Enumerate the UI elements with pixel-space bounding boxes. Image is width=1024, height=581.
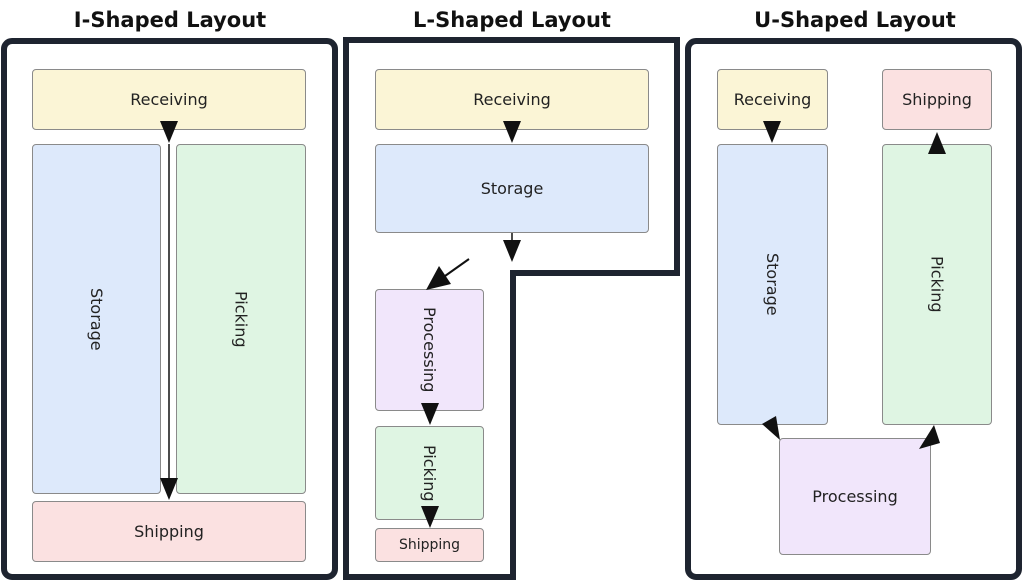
- i-layout-outline: [1, 38, 338, 580]
- u-layout-outline: [685, 38, 1022, 580]
- u-picking-label: Picking: [927, 256, 947, 313]
- l-layout-title: L-Shaped Layout: [413, 8, 611, 32]
- l-arrow-line-to-processing: [444, 258, 470, 277]
- u-processing-box: Processing: [779, 438, 931, 555]
- l-processing-box: Processing: [375, 289, 484, 411]
- u-layout-title: U-Shaped Layout: [754, 8, 956, 32]
- l-storage-box: Storage: [375, 144, 649, 233]
- l-storage-label: Storage: [480, 179, 544, 198]
- u-arrowhead-picking-shipping: [928, 132, 946, 154]
- u-arrowhead-receiving-storage: [763, 121, 781, 143]
- u-arrowhead-storage-processing: [762, 416, 780, 440]
- l-arrowhead-to-processing: [426, 266, 451, 290]
- l-shipping-box: Shipping: [375, 528, 484, 562]
- u-storage-box: Storage: [717, 144, 828, 425]
- l-arrowhead-processing-picking: [421, 403, 439, 425]
- l-receiving-box: Receiving: [375, 69, 649, 130]
- u-processing-label: Processing: [812, 487, 898, 506]
- i-picking-box: Picking: [176, 144, 306, 494]
- u-shipping-box: Shipping: [882, 69, 992, 130]
- l-shipping-label: Shipping: [398, 537, 461, 553]
- u-shipping-label: Shipping: [902, 90, 972, 109]
- u-storage-label: Storage: [763, 253, 782, 316]
- l-arrowhead-receiving-storage: [503, 121, 521, 143]
- i-arrowhead-picking-shipping: [160, 478, 178, 500]
- i-shipping-label: Shipping: [134, 522, 204, 541]
- l-receiving-label: Receiving: [473, 90, 551, 109]
- i-receiving-label: Receiving: [130, 90, 208, 109]
- i-arrowhead-receiving-storage: [160, 121, 178, 143]
- l-picking-box: Picking: [375, 426, 484, 520]
- i-layout-title: I-Shaped Layout: [73, 8, 267, 32]
- i-storage-label: Storage: [87, 287, 106, 351]
- i-shipping-box: Shipping: [32, 501, 306, 562]
- u-picking-box: Picking: [882, 144, 992, 425]
- l-processing-label: Processing: [420, 307, 439, 393]
- i-picking-label: Picking: [231, 290, 251, 348]
- l-layout-outline: [343, 37, 680, 580]
- l-arrowhead-picking-shipping: [421, 506, 439, 528]
- u-receiving-label: Receiving: [733, 90, 812, 109]
- i-storage-box: Storage: [32, 144, 161, 494]
- u-arrowhead-processing-picking: [919, 425, 940, 449]
- u-receiving-box: Receiving: [717, 69, 828, 130]
- l-picking-label: Picking: [420, 444, 439, 502]
- l-arrowhead-storage-down: [503, 240, 521, 262]
